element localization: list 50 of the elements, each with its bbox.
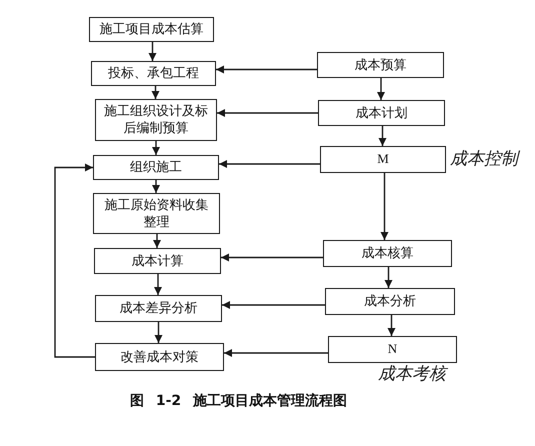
process-box xyxy=(323,240,452,267)
arrow xyxy=(152,180,160,193)
arrow xyxy=(388,315,396,336)
arrow xyxy=(219,160,320,168)
arrow xyxy=(154,274,162,295)
box-text: N xyxy=(388,341,398,358)
box-text: 投标、承包工程 xyxy=(108,65,199,82)
box-text: 施工原始资料收集整理 xyxy=(104,196,210,230)
process-box xyxy=(89,17,214,42)
box-text: 成本分析 xyxy=(364,293,416,310)
box-text: 成本计算 xyxy=(132,252,184,270)
arrow xyxy=(217,109,318,117)
process-box xyxy=(93,155,219,180)
box-text: 成本预算 xyxy=(354,56,406,74)
box-text: M xyxy=(377,151,389,168)
process-box xyxy=(94,248,221,274)
arrow xyxy=(152,141,160,155)
arrow xyxy=(152,86,160,99)
handwritten-note: 成本考核 xyxy=(378,365,446,384)
handwritten-note: 成本控制 xyxy=(450,150,518,169)
process-box xyxy=(91,61,216,86)
arrow xyxy=(384,267,392,288)
arrow xyxy=(54,164,95,358)
process-box xyxy=(95,99,217,141)
figure-caption: 图 1-2 施工项目成本管理流程图 xyxy=(130,392,348,410)
process-box xyxy=(325,288,455,315)
arrow xyxy=(222,301,325,309)
arrow xyxy=(153,234,161,248)
process-box xyxy=(318,100,445,126)
box-text: 施工组织设计及标后编制预算 xyxy=(103,103,209,137)
box-text: 成本差异分析 xyxy=(120,300,198,317)
box-text: 成本计划 xyxy=(356,104,408,122)
box-text: 改善成本对策 xyxy=(120,348,198,366)
box-text: 组织施工 xyxy=(130,159,182,176)
arrow xyxy=(224,349,328,357)
process-box xyxy=(95,343,224,371)
process-box xyxy=(93,193,220,234)
arrow xyxy=(216,66,317,74)
arrow xyxy=(377,78,385,100)
process-box xyxy=(328,336,457,363)
process-box xyxy=(95,295,222,322)
arrow xyxy=(148,42,156,61)
arrow xyxy=(380,173,388,240)
box-text: 成本核算 xyxy=(362,245,414,262)
arrow xyxy=(221,254,323,262)
process-box xyxy=(320,146,446,173)
arrow xyxy=(154,322,162,343)
box-text: 施工项目成本估算 xyxy=(100,21,204,38)
process-box xyxy=(317,52,444,78)
arrow xyxy=(378,126,386,146)
